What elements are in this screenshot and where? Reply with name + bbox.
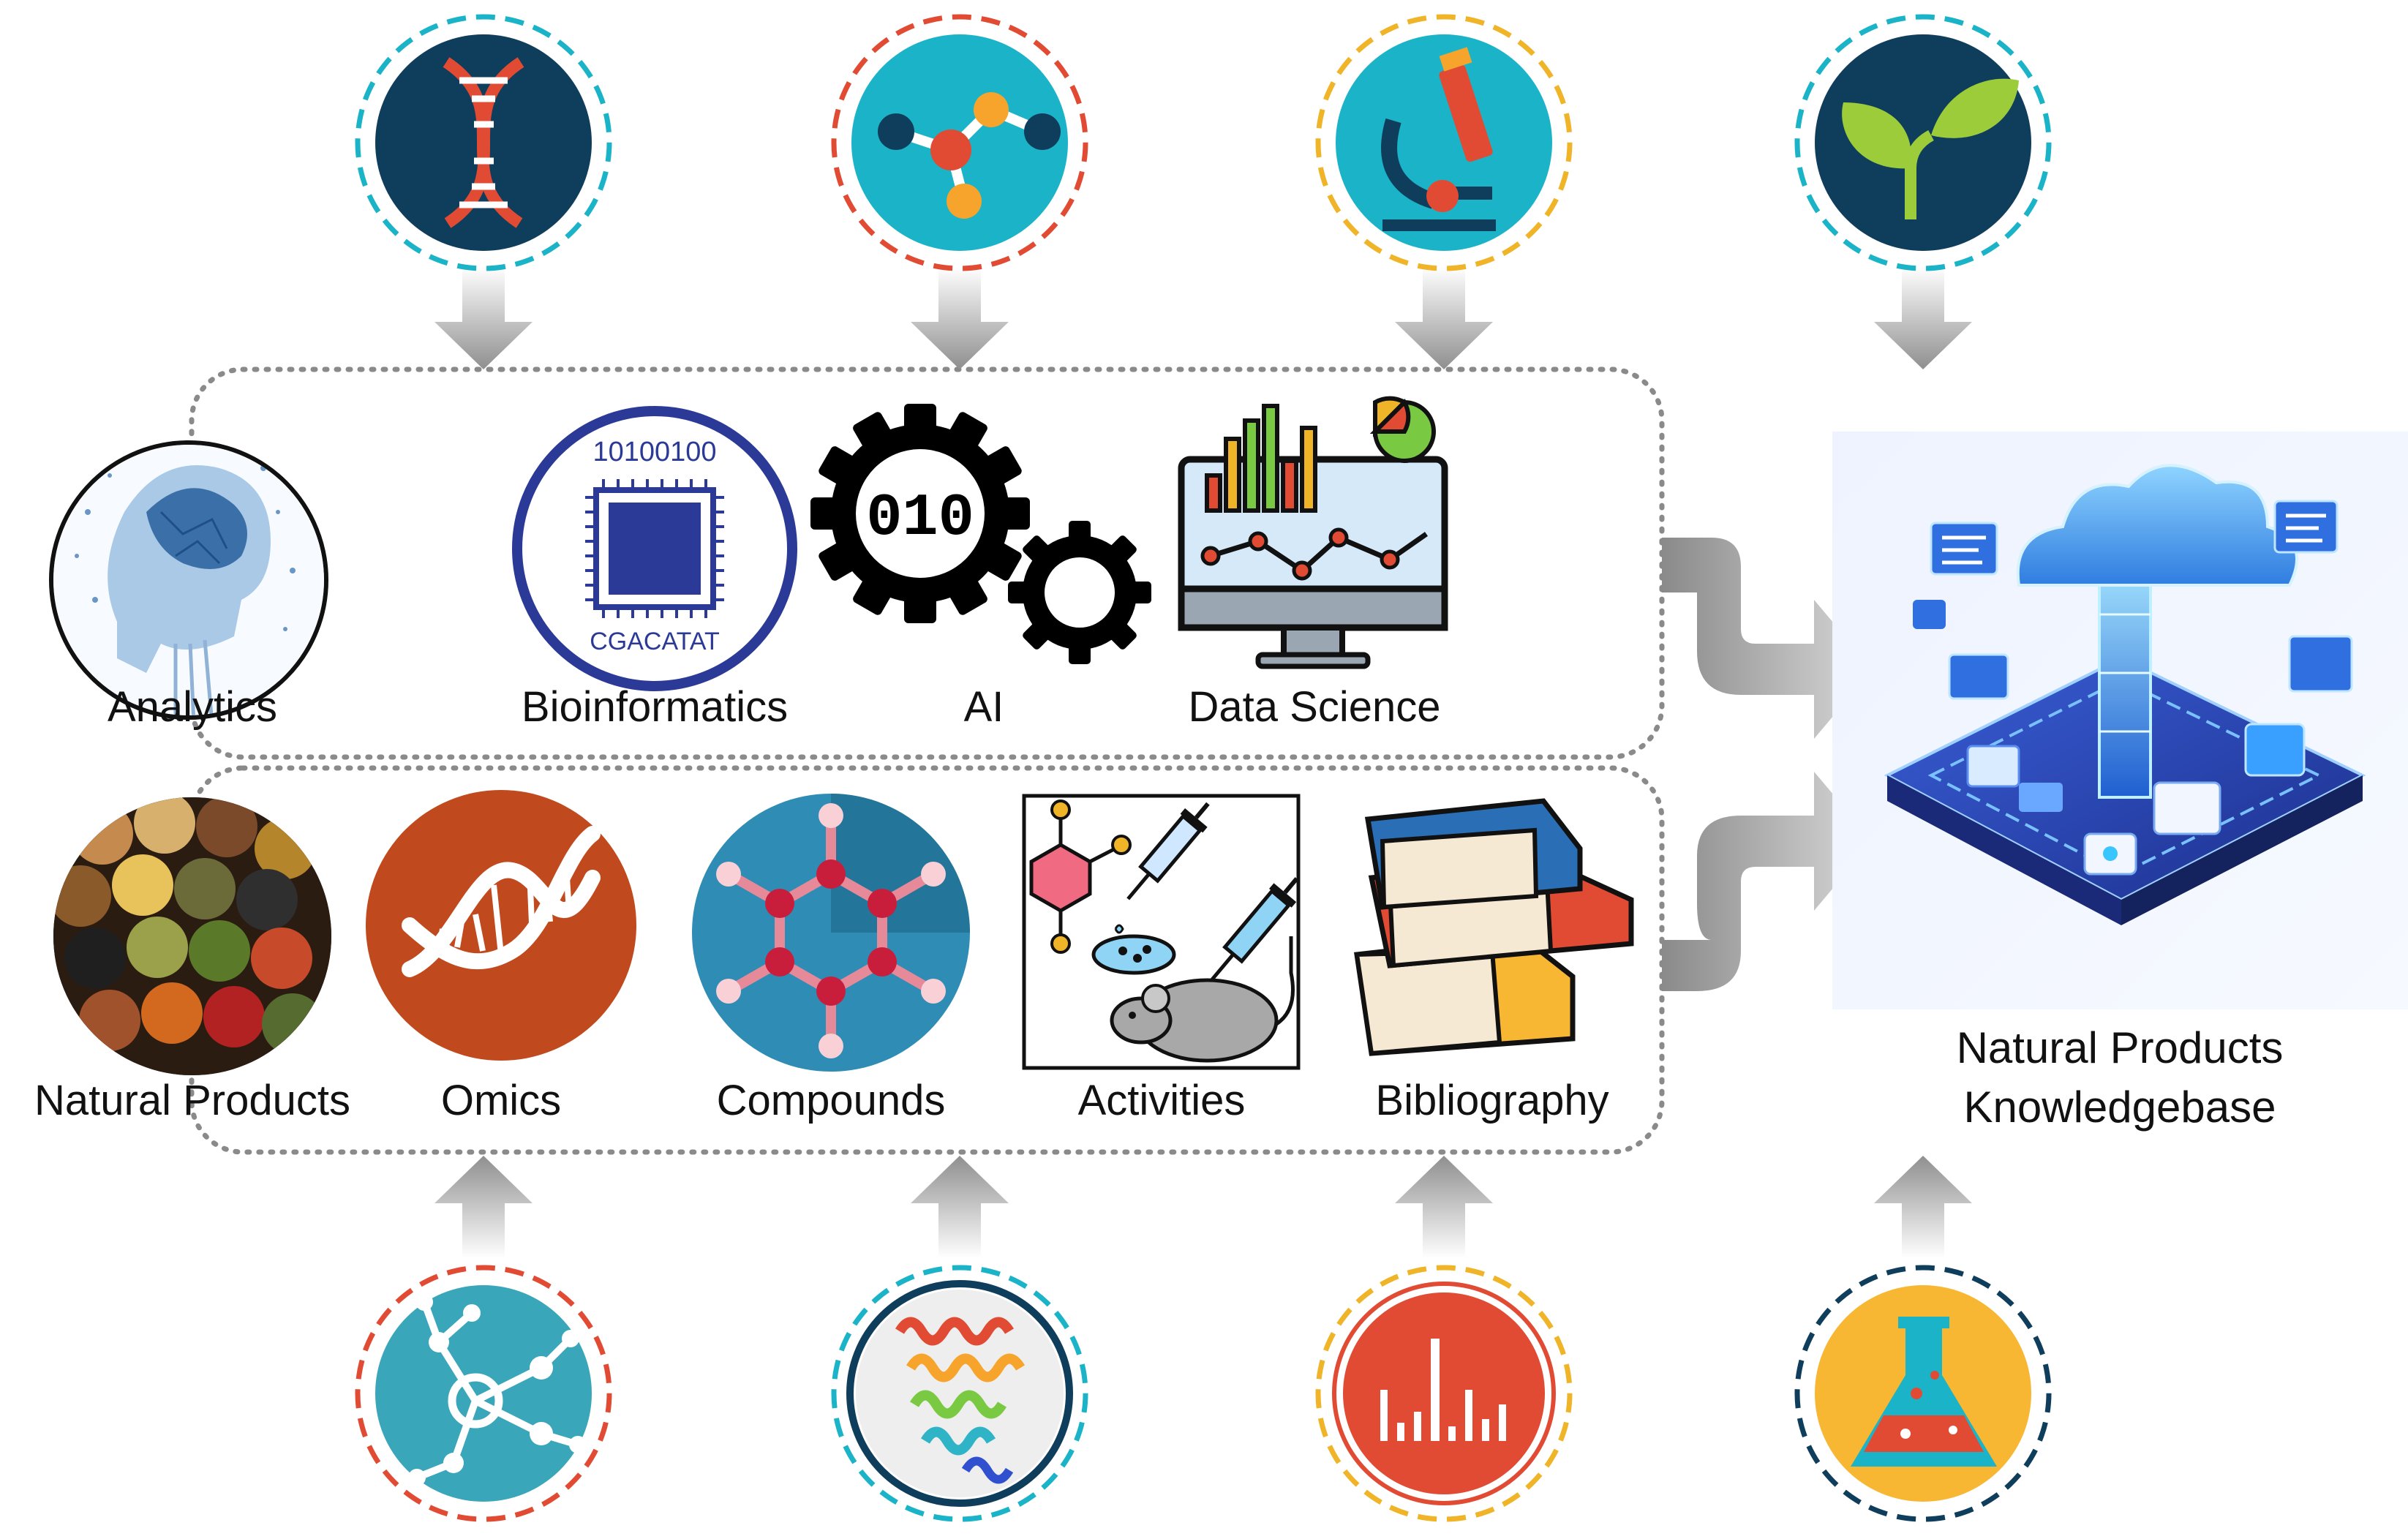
data-group-box [189,765,1665,1155]
label-omics: Omics [440,1077,562,1124]
label-activities: Activities [1077,1077,1246,1124]
spectrum-bars-icon [1315,1265,1573,1522]
cloud-server-platform-icon [1832,432,2408,1009]
brain-head-icon [49,440,328,720]
label-compounds: Compounds [716,1077,946,1124]
down-arrow [434,267,533,369]
network-node-icon [355,1265,612,1522]
knowledgebase-title-line2: Knowledgebase [1963,1083,2276,1132]
spices-bowls-icon [53,797,331,1075]
right-arrow-bottom [1662,772,1873,991]
label-natural-products: Natural Products [34,1077,350,1124]
gears-binary-icon: 010 [810,404,1151,664]
up-arrow [434,1156,533,1258]
knowledgebase-title: Natural Products Knowledgebase [1957,1018,2284,1137]
up-arrow [1874,1156,1972,1258]
microscope-icon [1315,14,1573,271]
plant-sprout-icon [1794,14,2052,271]
right-arrow-top [1662,538,1873,739]
down-arrow [1395,267,1493,369]
monitor-chart-icon [1178,396,1448,669]
bottom-arrows [434,1156,1972,1258]
molecule-icon [831,14,1088,271]
protein-structure-icon [831,1265,1088,1522]
label-bioinformatics: Bioinformatics [521,683,789,731]
down-arrow [911,267,1009,369]
label-data-science: Data Science [1188,683,1441,731]
lab-flask-icon [1794,1265,2052,1522]
label-ai: AI [963,683,1004,731]
dna-helix-icon [366,790,636,1061]
knowledgebase-title-line1: Natural Products [1956,1023,2284,1072]
up-arrow [911,1156,1009,1258]
hexagon-molecule-icon [692,794,970,1072]
syringe-mouse-icon [1022,794,1301,1070]
dna-icon [355,14,612,271]
down-arrow [1874,267,1972,369]
chip-top-text: 10100100 [592,437,716,467]
books-stack-icon [1354,798,1634,1056]
chip-bottom-text: CGACATAT [590,628,720,655]
up-arrow [1395,1156,1493,1258]
chip-badge-icon: 10100100 CGACATAT [512,406,797,691]
label-analytics: Analytics [107,683,278,731]
label-bibliography: Bibliography [1375,1077,1609,1124]
top-arrows [434,267,1972,369]
gear-binary-text: 010 [866,484,974,552]
